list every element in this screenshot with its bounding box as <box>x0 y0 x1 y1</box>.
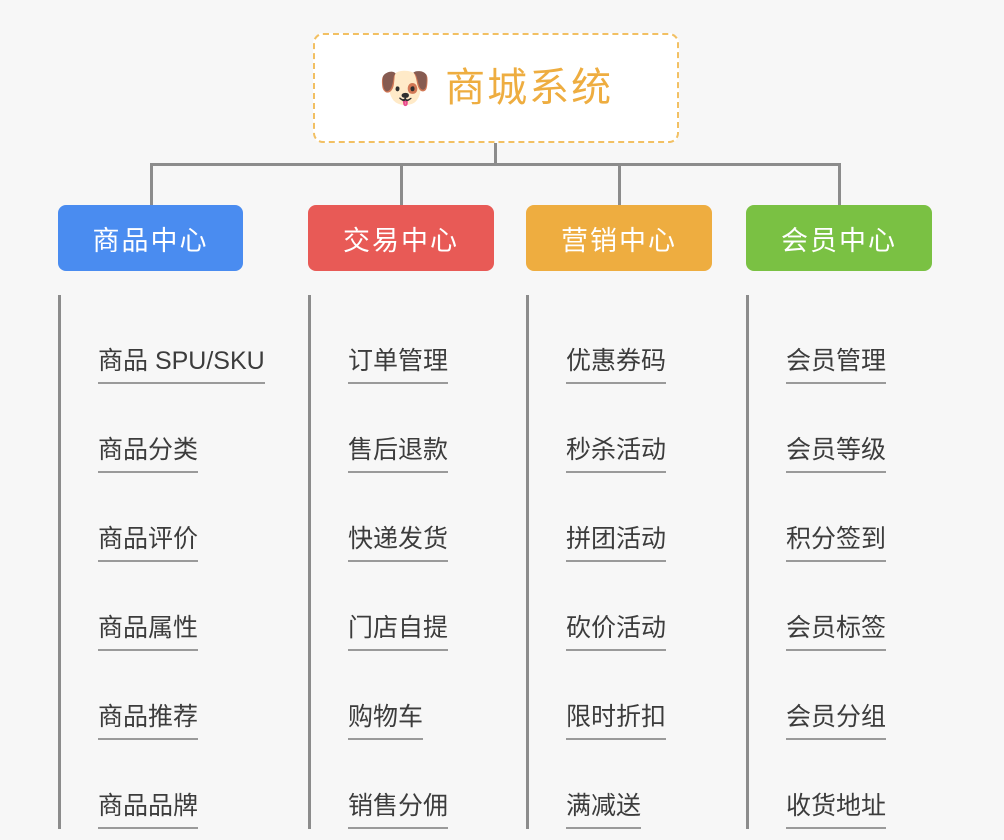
list-item[interactable]: 商品属性 <box>74 562 243 651</box>
list-item[interactable]: 会员标签 <box>762 562 932 651</box>
leaf-list-trade: 订单管理 售后退款 快递发货 门店自提 购物车 销售分佣 <box>308 295 494 829</box>
list-item-label: 商品 SPU/SKU <box>98 347 265 384</box>
category-drop-connector-3 <box>838 163 841 205</box>
root-stem-connector <box>494 143 497 165</box>
root-node[interactable]: 🐶 商城系统 <box>313 33 679 143</box>
list-item[interactable]: 商品 SPU/SKU <box>74 295 265 384</box>
list-item-label: 会员分组 <box>786 703 887 740</box>
category-header-label: 交易中心 <box>343 225 459 256</box>
list-item[interactable]: 砍价活动 <box>542 562 712 651</box>
category-header-label: 营销中心 <box>561 225 677 256</box>
list-item-label: 商品推荐 <box>98 703 199 740</box>
list-item[interactable]: 会员分组 <box>762 651 932 740</box>
list-item[interactable]: 优惠券码 <box>542 295 712 384</box>
category-header-trade[interactable]: 交易中心 <box>308 205 494 271</box>
category-drop-connector-2 <box>618 163 621 205</box>
list-item[interactable]: 满减送 <box>542 740 712 829</box>
category-header-product[interactable]: 商品中心 <box>58 205 243 271</box>
list-item[interactable]: 限时折扣 <box>542 651 712 740</box>
list-item[interactable]: 积分签到 <box>762 473 932 562</box>
leaf-trunk-line <box>746 295 749 829</box>
list-item[interactable]: 会员管理 <box>762 295 932 384</box>
horizontal-bus-connector <box>150 163 840 166</box>
list-item[interactable]: 订单管理 <box>324 295 494 384</box>
category-header-member[interactable]: 会员中心 <box>746 205 932 271</box>
category-column-trade: 交易中心 订单管理 售后退款 快递发货 门店自提 购物车 销售分佣 <box>308 205 494 829</box>
shiba-dog-emoji: 🐶 <box>378 64 432 111</box>
list-item[interactable]: 快递发货 <box>324 473 494 562</box>
list-item-label: 秒杀活动 <box>566 436 667 473</box>
leaf-trunk-line <box>526 295 529 829</box>
list-item-label: 商品品牌 <box>98 792 199 829</box>
list-item[interactable]: 拼团活动 <box>542 473 712 562</box>
leaf-trunk-line <box>308 295 311 829</box>
list-item[interactable]: 收货地址 <box>762 740 932 829</box>
leaf-list-marketing: 优惠券码 秒杀活动 拼团活动 砍价活动 限时折扣 满减送 <box>526 295 712 829</box>
list-item-label: 砍价活动 <box>566 614 667 651</box>
list-item-label: 收货地址 <box>786 792 887 829</box>
list-item[interactable]: 销售分佣 <box>324 740 494 829</box>
category-column-marketing: 营销中心 优惠券码 秒杀活动 拼团活动 砍价活动 限时折扣 满减送 <box>526 205 712 829</box>
list-item[interactable]: 商品分类 <box>74 384 243 473</box>
list-item-label: 会员管理 <box>786 347 887 384</box>
list-item-label: 积分签到 <box>786 525 887 562</box>
list-item[interactable]: 售后退款 <box>324 384 494 473</box>
list-item[interactable]: 商品品牌 <box>74 740 243 829</box>
category-header-label: 会员中心 <box>781 225 897 256</box>
list-item-label: 订单管理 <box>348 347 449 384</box>
leaf-list-product: 商品 SPU/SKU 商品分类 商品评价 商品属性 商品推荐 商品品牌 <box>58 295 265 829</box>
list-item-label: 销售分佣 <box>348 792 449 829</box>
category-header-marketing[interactable]: 营销中心 <box>526 205 712 271</box>
list-item-label: 快递发货 <box>348 525 449 562</box>
list-item-label: 满减送 <box>566 792 642 829</box>
list-item-label: 拼团活动 <box>566 525 667 562</box>
root-title: 商城系统 <box>445 66 614 110</box>
list-item-label: 商品分类 <box>98 436 199 473</box>
list-item[interactable]: 门店自提 <box>324 562 494 651</box>
category-column-product: 商品中心 商品 SPU/SKU 商品分类 商品评价 商品属性 商品推荐 商品品牌 <box>58 205 265 829</box>
list-item[interactable]: 购物车 <box>324 651 494 740</box>
list-item-label: 限时折扣 <box>566 703 667 740</box>
category-header-label: 商品中心 <box>92 225 209 256</box>
list-item-label: 商品属性 <box>98 614 199 651</box>
leaf-trunk-line <box>58 295 61 829</box>
list-item[interactable]: 会员等级 <box>762 384 932 473</box>
list-item-label: 商品评价 <box>98 525 199 562</box>
list-item-label: 门店自提 <box>348 614 449 651</box>
list-item-label: 优惠券码 <box>566 347 667 384</box>
list-item[interactable]: 商品评价 <box>74 473 243 562</box>
list-item-label: 会员标签 <box>786 614 887 651</box>
category-drop-connector-0 <box>150 163 153 205</box>
list-item[interactable]: 秒杀活动 <box>542 384 712 473</box>
category-drop-connector-1 <box>400 163 403 205</box>
list-item[interactable]: 商品推荐 <box>74 651 243 740</box>
category-column-member: 会员中心 会员管理 会员等级 积分签到 会员标签 会员分组 收货地址 <box>746 205 932 829</box>
list-item-label: 会员等级 <box>786 436 887 473</box>
leaf-list-member: 会员管理 会员等级 积分签到 会员标签 会员分组 收货地址 <box>746 295 932 829</box>
list-item-label: 售后退款 <box>348 436 449 473</box>
list-item-label: 购物车 <box>348 703 424 740</box>
